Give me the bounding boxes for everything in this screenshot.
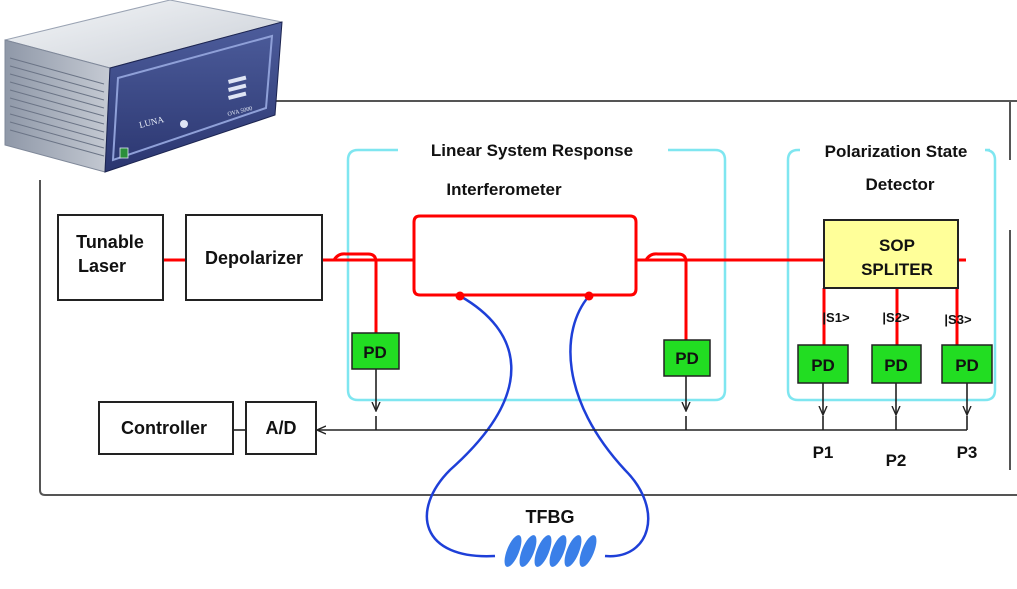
sop-label-line2: SPLITER <box>861 260 933 279</box>
signal-s2-label: |S2> <box>882 310 910 325</box>
coupler-dot-left <box>455 291 465 301</box>
tunable-laser-label-line1: Tunable <box>76 232 144 252</box>
output-p2-label: P2 <box>886 451 907 470</box>
photodetector-3: PD <box>797 344 849 384</box>
pd-label: PD <box>955 356 979 375</box>
polarization-title-line2: Detector <box>866 175 935 194</box>
polarization-section: Polarization State Detector <box>786 142 997 402</box>
photodetector-4: PD <box>871 344 922 384</box>
depolarizer-label: Depolarizer <box>205 248 303 268</box>
interferometer-label: Interferometer <box>446 180 562 199</box>
linear-system-section: Linear System Response <box>346 141 727 402</box>
pd-label: PD <box>884 356 908 375</box>
system-frame <box>39 100 1017 496</box>
depolarizer-block: Depolarizer <box>185 214 323 301</box>
output-p1-label: P1 <box>813 443 834 462</box>
tfbg-grating <box>504 535 597 567</box>
tfbg-label: TFBG <box>526 507 575 527</box>
luna-instrument-image: LUNA OVA 5000 <box>4 0 283 173</box>
controller-label: Controller <box>121 418 207 438</box>
linear-system-title: Linear System Response <box>431 141 633 160</box>
optical-fiber-path <box>163 214 959 345</box>
photodetector-5: PD <box>941 344 993 384</box>
signal-s3-label: |S3> <box>944 312 972 327</box>
photodetector-2: PD <box>663 339 711 377</box>
pd-label: PD <box>811 356 835 375</box>
tfbg-fiber-loop <box>425 294 650 558</box>
pd-label: PD <box>363 343 387 362</box>
tunable-laser-label-line2: Laser <box>78 256 126 276</box>
tunable-laser-block: Tunable Laser <box>57 214 164 301</box>
pd-label: PD <box>675 349 699 368</box>
sop-splitter-block: SOP SPLITER <box>823 219 959 289</box>
polarization-title-line1: Polarization State <box>825 142 968 161</box>
output-p3-label: P3 <box>957 443 978 462</box>
photodetector-1: PD <box>351 332 400 370</box>
sop-label-line1: SOP <box>879 236 915 255</box>
ad-converter-block: A/D <box>245 401 317 455</box>
controller-block: Controller <box>98 401 234 455</box>
device-model-text: OVA 5000 <box>227 106 253 118</box>
electrical-bus <box>233 369 967 430</box>
signal-s1-label: |S1> <box>822 310 850 325</box>
coupler-dot-right <box>584 291 594 301</box>
ad-label: A/D <box>266 418 297 438</box>
